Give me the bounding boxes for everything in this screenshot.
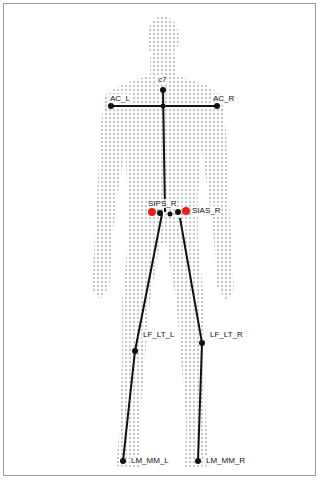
body-silhouette [92, 56, 234, 468]
marker-label: SIPS_R [147, 199, 177, 208]
marker-dots [108, 87, 220, 464]
marker-label: LM_MM_L [130, 456, 170, 465]
marker-label: LM_MM_R [205, 456, 246, 465]
marker-label: LF_LT_R [209, 330, 244, 339]
frame [4, 4, 316, 476]
marker-label: c7 [157, 75, 167, 84]
skeleton-lines [111, 90, 217, 461]
marker-label: AC_R [212, 94, 235, 103]
head-silhouette [147, 16, 179, 60]
pelvis-markers [148, 207, 190, 216]
marker-label: LF_LT_L [142, 330, 175, 339]
marker-label: AC_L [109, 94, 131, 103]
marker-label: SIAS_R [191, 206, 221, 215]
